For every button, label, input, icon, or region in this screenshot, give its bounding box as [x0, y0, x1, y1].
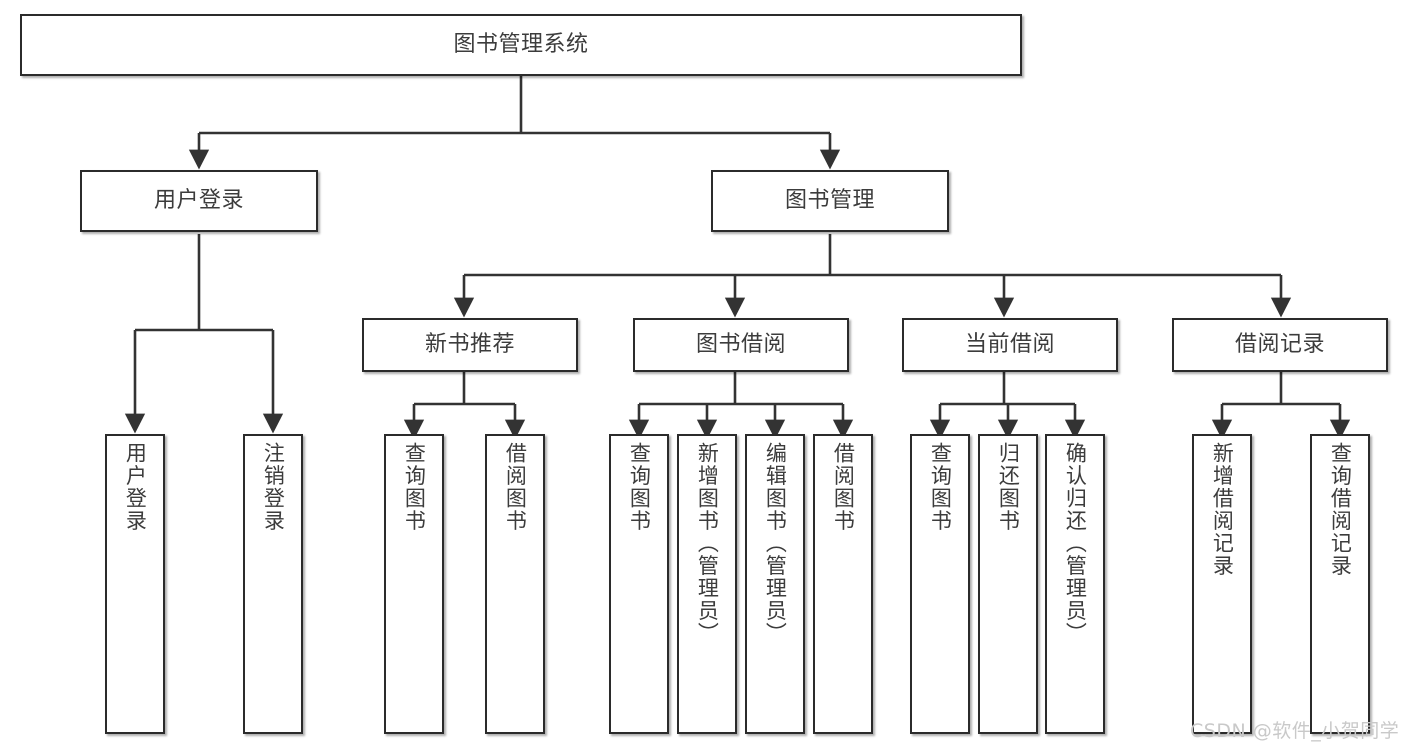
node-book-borrow[interactable]: 图书借阅 — [633, 318, 849, 372]
leaf-user-login-1[interactable]: 注销登录 — [243, 434, 303, 734]
leaf-current-borrow-0[interactable]: 查询图书 — [910, 434, 970, 734]
node-new-book-recommend[interactable]: 新书推荐 — [362, 318, 578, 372]
leaf-book-borrow-0-label: 查询图书 — [627, 442, 652, 532]
leaf-user-login-1-label: 注销登录 — [261, 442, 286, 532]
leaf-user-login-0[interactable]: 用户登录 — [105, 434, 165, 734]
leaf-new-book-recommend-1[interactable]: 借阅图书 — [485, 434, 545, 734]
leaf-current-borrow-2[interactable]: 确认归还（管理员） — [1045, 434, 1105, 734]
leaf-borrow-record-0[interactable]: 新增借阅记录 — [1192, 434, 1252, 734]
node-root-label: 图书管理系统 — [453, 32, 589, 58]
leaf-borrow-record-1-label: 查询借阅记录 — [1328, 442, 1353, 577]
node-borrow-record-label: 借阅记录 — [1234, 332, 1325, 358]
node-book-management[interactable]: 图书管理 — [711, 170, 949, 232]
leaf-book-borrow-1-label: 新增图书（管理员） — [695, 442, 720, 645]
csdn-watermark: CSDN @软件_小贺同学 — [1190, 720, 1400, 742]
leaf-current-borrow-1[interactable]: 归还图书 — [978, 434, 1038, 734]
leaf-book-borrow-3[interactable]: 借阅图书 — [813, 434, 873, 734]
leaf-borrow-record-0-label: 新增借阅记录 — [1210, 442, 1235, 577]
leaf-user-login-0-label: 用户登录 — [123, 442, 148, 532]
leaf-new-book-recommend-0-label: 查询图书 — [402, 442, 427, 532]
node-book-borrow-label: 图书借阅 — [695, 332, 786, 358]
node-user-login[interactable]: 用户登录 — [80, 170, 318, 232]
node-borrow-record[interactable]: 借阅记录 — [1172, 318, 1388, 372]
node-user-login-label: 用户登录 — [153, 188, 244, 214]
leaf-book-borrow-1[interactable]: 新增图书（管理员） — [677, 434, 737, 734]
node-current-borrow-label: 当前借阅 — [964, 332, 1055, 358]
node-current-borrow[interactable]: 当前借阅 — [902, 318, 1118, 372]
leaf-current-borrow-0-label: 查询图书 — [928, 442, 953, 532]
node-root-library-system[interactable]: 图书管理系统 — [20, 14, 1022, 76]
leaf-book-borrow-2-label: 编辑图书（管理员） — [763, 442, 788, 645]
leaf-book-borrow-3-label: 借阅图书 — [831, 442, 856, 532]
leaf-new-book-recommend-0[interactable]: 查询图书 — [384, 434, 444, 734]
leaf-borrow-record-1[interactable]: 查询借阅记录 — [1310, 434, 1370, 734]
leaf-book-borrow-2[interactable]: 编辑图书（管理员） — [745, 434, 805, 734]
leaf-new-book-recommend-1-label: 借阅图书 — [503, 442, 528, 532]
leaf-current-borrow-1-label: 归还图书 — [996, 442, 1021, 532]
leaf-current-borrow-2-label: 确认归还（管理员） — [1063, 442, 1088, 645]
node-book-management-label: 图书管理 — [784, 188, 875, 214]
leaf-book-borrow-0[interactable]: 查询图书 — [609, 434, 669, 734]
node-new-book-recommend-label: 新书推荐 — [424, 332, 515, 358]
